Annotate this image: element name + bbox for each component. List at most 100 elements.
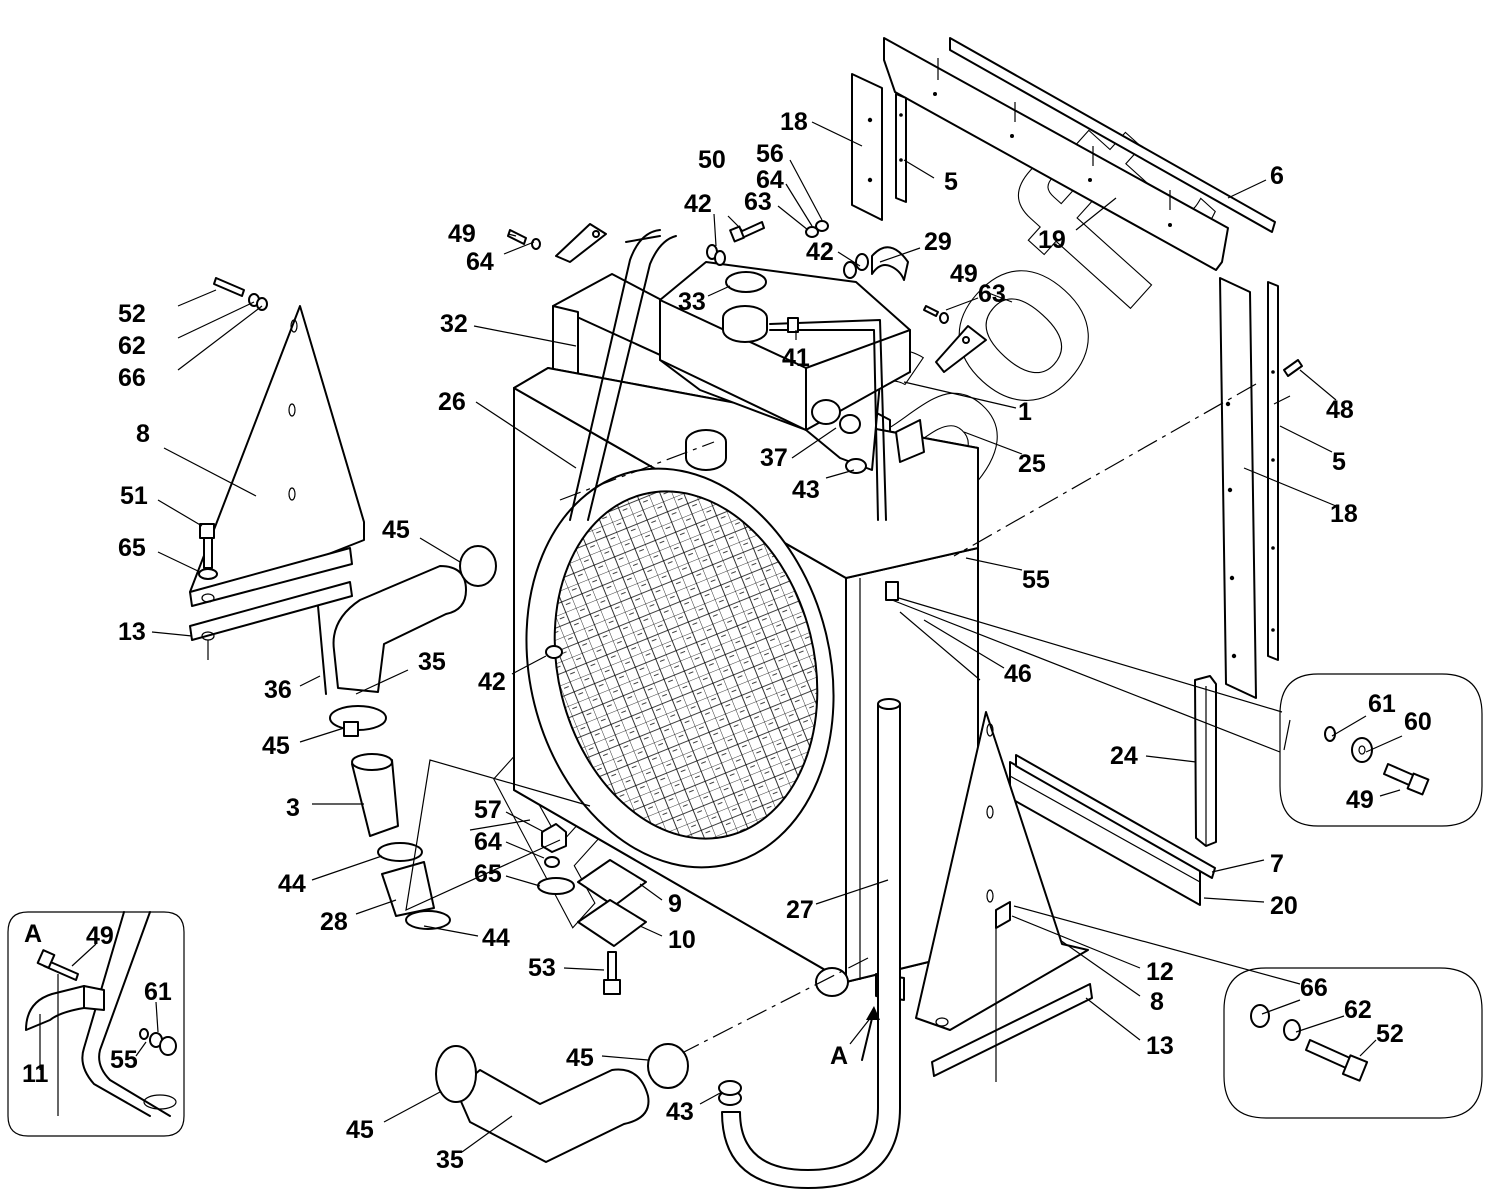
oring-42-top <box>706 244 726 266</box>
callout-52: 52 <box>1376 1020 1404 1048</box>
callout-64: 64 <box>474 828 502 856</box>
callout-44: 44 <box>278 870 306 898</box>
callout-53: 53 <box>528 954 556 982</box>
callout-19: 19 <box>1038 226 1066 254</box>
strip-5-left <box>895 93 907 203</box>
callout-37: 37 <box>760 444 788 472</box>
callout-24: 24 <box>1110 742 1138 770</box>
base-plate-13-right <box>931 983 1093 1077</box>
callout-labels: 1 3 5 5 6 7 8 8 9 10 11 12 13 13 18 18 1… <box>22 108 1432 1174</box>
callout-45: 45 <box>262 732 290 760</box>
ring-42-lower <box>545 645 563 659</box>
callout-42: 42 <box>806 238 834 266</box>
callout-48: 48 <box>1326 396 1354 424</box>
bolt-50 <box>729 221 765 243</box>
callout-64: 64 <box>756 166 784 194</box>
callout-52: 52 <box>118 300 146 328</box>
callout-25: 25 <box>1018 450 1046 478</box>
bracket-top-left <box>555 223 607 263</box>
callout-29: 29 <box>924 228 952 256</box>
callout-65: 65 <box>118 534 146 562</box>
expansion-tank <box>569 229 925 521</box>
callout-60: 60 <box>1404 708 1432 736</box>
detail-box-washer-set <box>1279 673 1483 827</box>
callout-51: 51 <box>120 482 148 510</box>
callout-49: 49 <box>448 220 476 248</box>
view-arrow-a-label: A <box>830 1042 848 1070</box>
upper-channel-19 <box>883 37 1229 271</box>
callout-66: 66 <box>118 364 146 392</box>
callout-63: 63 <box>978 280 1006 308</box>
callout-26: 26 <box>438 388 466 416</box>
bolt-48 <box>1283 359 1303 377</box>
callout-44: 44 <box>482 924 510 952</box>
hose-35-lower <box>435 1043 689 1163</box>
clamp-45-upper <box>459 545 497 587</box>
callout-33: 33 <box>678 288 706 316</box>
leader-lines <box>39 121 1403 1153</box>
pipe-27 <box>718 698 901 1189</box>
callout-66: 66 <box>1300 974 1328 1002</box>
post-24 <box>1194 675 1217 847</box>
callout-57: 57 <box>474 796 502 824</box>
callout-63: 63 <box>744 188 772 216</box>
callout-45: 45 <box>346 1116 374 1144</box>
callout-50: 50 <box>698 146 726 174</box>
callout-32: 32 <box>440 310 468 338</box>
callout-27: 27 <box>786 896 814 924</box>
detail-box-bolt-set <box>1223 967 1483 1119</box>
callout-36: 36 <box>264 676 292 704</box>
callout-7: 7 <box>1270 850 1284 878</box>
callout-45: 45 <box>382 516 410 544</box>
callout-10: 10 <box>668 926 696 954</box>
sleeve-28 <box>377 842 451 930</box>
harness-46 <box>885 581 1283 753</box>
callout-35: 35 <box>436 1146 464 1174</box>
callout-42: 42 <box>684 190 712 218</box>
bracket-top-right <box>923 305 987 373</box>
support-bracket-8-right <box>915 711 1089 1031</box>
callout-62: 62 <box>1344 996 1372 1024</box>
callout-49: 49 <box>1346 786 1374 814</box>
side-plate-18-right <box>1219 277 1257 699</box>
bolt-52-left <box>213 277 268 311</box>
callout-11: 11 <box>22 1060 49 1088</box>
callout-55: 55 <box>1022 566 1050 594</box>
callout-8: 8 <box>1150 988 1164 1016</box>
callout-61: 61 <box>1368 690 1396 718</box>
callout-49: 49 <box>86 922 114 950</box>
callout-55: 55 <box>110 1046 138 1074</box>
callout-61: 61 <box>144 978 172 1006</box>
bolt-51 <box>198 523 218 580</box>
callout-20: 20 <box>1270 892 1298 920</box>
callout-62: 62 <box>118 332 146 360</box>
callout-18: 18 <box>780 108 808 136</box>
callout-43: 43 <box>792 476 820 504</box>
callout-6: 6 <box>1270 162 1284 190</box>
callout-56: 56 <box>756 140 784 168</box>
callout-65: 65 <box>474 860 502 888</box>
callout-43: 43 <box>666 1098 694 1126</box>
callout-13: 13 <box>1146 1032 1174 1060</box>
callout-49: 49 <box>950 260 978 288</box>
callout-28: 28 <box>320 908 348 936</box>
callout-13: 13 <box>118 618 146 646</box>
callout-9: 9 <box>668 890 682 918</box>
side-plate-18-left <box>851 73 883 221</box>
callout-12: 12 <box>1146 958 1174 986</box>
strip-5-right <box>1267 281 1279 661</box>
callout-42: 42 <box>478 668 506 696</box>
elbow-3 <box>351 753 399 837</box>
tie-36 <box>317 605 327 695</box>
view-arrow-a <box>861 1006 880 1061</box>
callout-45: 45 <box>566 1044 594 1072</box>
callout-46: 46 <box>1004 660 1032 688</box>
support-bracket-8-left <box>189 305 365 641</box>
callout-41: 41 <box>782 344 810 372</box>
callout-8: 8 <box>136 420 150 448</box>
mount-stack <box>537 823 647 995</box>
callout-5: 5 <box>1332 448 1346 476</box>
washers-56-64-63 <box>805 220 829 238</box>
callout-35: 35 <box>418 648 446 676</box>
